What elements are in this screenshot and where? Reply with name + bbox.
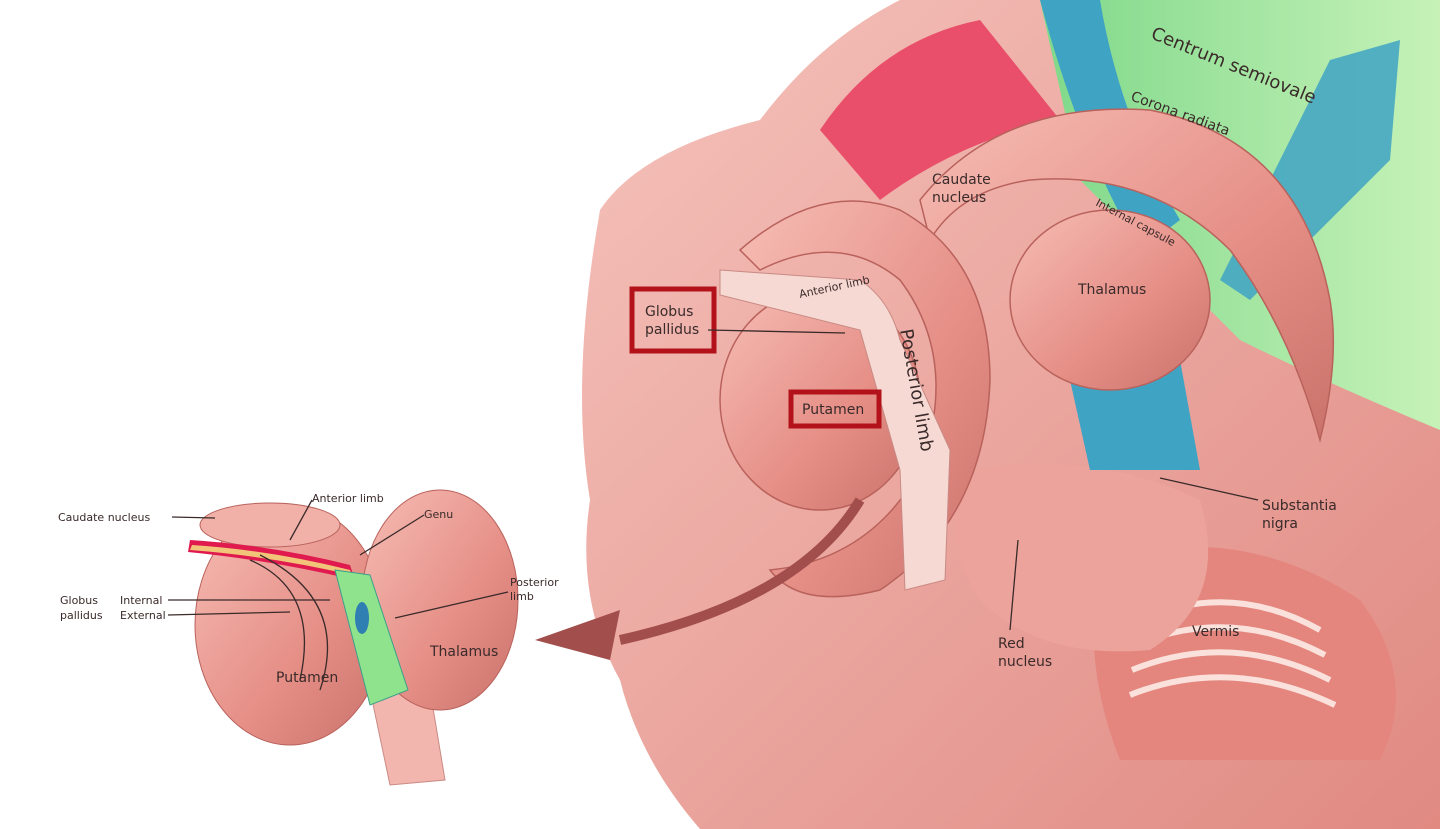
inset-internal-capsule-green	[334, 569, 409, 706]
label-red-nucleus-2: nucleus	[998, 654, 1052, 670]
label-caudate-nucleus-1: Caudate	[932, 172, 991, 188]
thalamus-shape	[1009, 209, 1211, 391]
label-substantia-nigra-1: Substantia	[1262, 498, 1337, 514]
label-globus-pallidus-2: pallidus	[645, 322, 699, 338]
label-red-nucleus-1: Red	[998, 636, 1025, 652]
inset-globus-outline-1	[249, 559, 306, 681]
pointer-arrowhead	[535, 610, 620, 660]
inset-internal-capsule-blue	[355, 602, 369, 634]
inset-leader-external	[167, 611, 291, 616]
inset-label-internal: Internal	[120, 594, 162, 607]
label-putamen-main: Putamen	[802, 402, 864, 418]
inset-globus-outline-2	[259, 554, 328, 691]
label-caudate-nucleus-2: nucleus	[932, 190, 986, 206]
inset-label-pallidus: pallidus	[60, 609, 103, 622]
inset-leader-caudate	[171, 516, 216, 519]
leader-substantia-nigra	[1159, 477, 1259, 501]
inset-basal-ganglia: Caudate nucleus Anterior limb Genu Poste…	[58, 489, 559, 786]
inset-caudate-head	[199, 502, 341, 548]
inset-label-thalamus: Thalamus	[429, 644, 498, 660]
inset-label-globus: Globus	[60, 594, 98, 607]
caudate-nucleus-shape	[919, 108, 1335, 443]
brainstem	[953, 464, 1209, 652]
label-substantia-nigra-2: nigra	[1262, 516, 1298, 532]
inset-leader-posterior-limb	[394, 591, 509, 619]
corona-radiata-fibers-red	[820, 20, 1060, 200]
inset-label-posterior-limb-2: limb	[510, 590, 534, 603]
inset-label-putamen: Putamen	[276, 670, 338, 686]
pointer-arrow	[618, 497, 865, 645]
inset-leader-anterior-limb	[289, 499, 313, 541]
inset-label-posterior-limb-1: Posterior	[510, 576, 559, 589]
inset-leader-genu	[359, 514, 425, 556]
inset-label-genu: Genu	[424, 508, 453, 521]
leader-globus-pallidus	[707, 329, 846, 334]
label-thalamus-main: Thalamus	[1077, 282, 1146, 298]
inset-anterior-limb-yellow	[190, 545, 352, 575]
inset-label-external: External	[120, 609, 166, 622]
internal-capsule-band	[719, 269, 951, 591]
highlight-box-putamen	[788, 389, 882, 429]
inset-label-caudate-nucleus: Caudate nucleus	[58, 511, 150, 524]
leader-red-nucleus	[1009, 539, 1019, 631]
inset-label-anterior-limb: Anterior limb	[312, 492, 384, 505]
label-globus-pallidus-1: Globus	[645, 304, 693, 320]
label-vermis: Vermis	[1192, 624, 1239, 640]
highlight-box-globus-pallidus	[629, 286, 717, 354]
